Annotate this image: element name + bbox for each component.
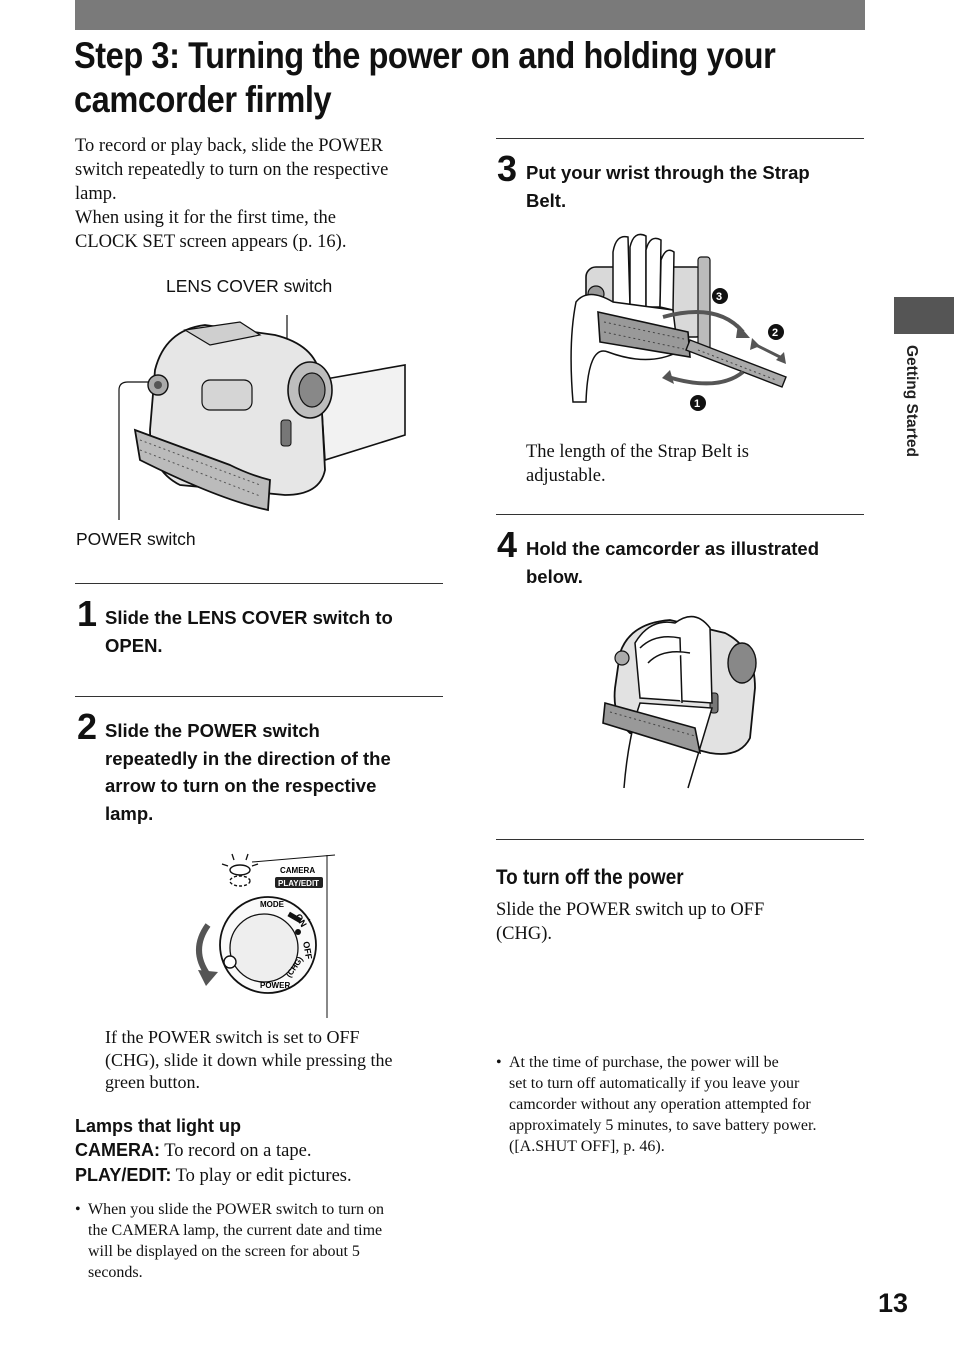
step-number: 4 xyxy=(497,524,518,565)
step-number: 1 xyxy=(77,593,98,634)
bullet-line: set to turn off automatically if you lea… xyxy=(509,1075,800,1092)
callout-2-marker xyxy=(768,324,784,340)
play-edit-lamp-text: PLAY/EDIT xyxy=(278,879,319,888)
bullet-line: When you slide the POWER switch to turn … xyxy=(88,1201,384,1218)
callout-3-marker xyxy=(712,288,728,304)
step-line: OPEN. xyxy=(105,634,163,656)
step-line: arrow to turn on the respective xyxy=(105,775,377,796)
bullet-line: approximately 5 minutes, to save battery… xyxy=(509,1117,817,1134)
lamp-camera-row: CAMERA: To record on a tape. xyxy=(75,1138,445,1163)
note-line: green button. xyxy=(105,1072,200,1092)
step-line: repeatedly in the direction of the xyxy=(105,747,391,769)
note-line: If the POWER switch is set to OFF xyxy=(105,1027,360,1047)
bullet-line: will be displayed on the screen for abou… xyxy=(88,1243,360,1260)
play-edit-badge xyxy=(275,877,323,888)
lens-cover-switch-label: LENS COVER switch xyxy=(166,276,333,296)
power-switch-label: POWER switch xyxy=(76,529,196,549)
lamp-play-row: PLAY/EDIT: To play or edit pictures. xyxy=(75,1163,445,1188)
step-2-note: If the POWER switch is set to OFF (CHG),… xyxy=(105,1026,445,1094)
camera-lamp-text: CAMERA xyxy=(280,866,315,875)
step-line: Slide the LENS COVER switch to xyxy=(105,607,393,628)
lamp-camera-desc: To record on a tape. xyxy=(160,1141,312,1161)
divider xyxy=(496,138,864,139)
step-line: Hold the camcorder as illustrated xyxy=(526,538,820,559)
note-line: adjustable. xyxy=(526,466,606,486)
intro-line: When using it for the first time, the xyxy=(75,208,336,228)
camcorder-illustration xyxy=(118,315,406,520)
lamp-camera-label: CAMERA: xyxy=(75,1140,160,1160)
step-line: below. xyxy=(526,565,583,587)
step-line: lamp. xyxy=(105,802,154,824)
turn-off-paragraph: Slide the POWER switch up to OFF (CHG). xyxy=(496,898,856,946)
callout-2-number: 2 xyxy=(772,327,778,339)
section-tab-label: Getting Started xyxy=(903,345,920,457)
page-title: Step 3: Turning the power on and holding… xyxy=(74,35,776,120)
step-3-note: The length of the Strap Belt is adjustab… xyxy=(526,440,866,488)
turn-off-line: (CHG). xyxy=(496,924,553,944)
step-number: 3 xyxy=(497,148,518,189)
note-line: The length of the Strap Belt is xyxy=(526,442,749,462)
step-line: Belt. xyxy=(526,189,567,211)
header-bar xyxy=(75,0,865,30)
bullet-line: the CAMERA lamp, the current date and ti… xyxy=(88,1222,383,1239)
step-number: 2 xyxy=(77,706,98,747)
page-number: 13 xyxy=(878,1288,909,1318)
note-line: (CHG), slide it down while pressing the xyxy=(105,1049,393,1070)
callout-1-marker xyxy=(690,395,706,411)
section-tab-marker xyxy=(894,297,954,334)
callout-1-number: 1 xyxy=(694,398,700,410)
divider xyxy=(496,514,864,515)
strap-belt-illustration: 3 2 1 xyxy=(570,233,787,411)
lamps-section: Lamps that light up CAMERA: To record on… xyxy=(75,1114,445,1188)
step-1-instruction: Slide the LENS COVER switch to OPEN. xyxy=(105,604,445,659)
lamps-bullet-note: • When you slide the POWER switch to tur… xyxy=(75,1199,458,1283)
step-2-instruction: Slide the POWER switch repeatedly in the… xyxy=(105,717,445,827)
mode-text: MODE xyxy=(260,900,285,909)
divider xyxy=(496,839,864,840)
off-text: OFF xyxy=(301,941,314,961)
callout-3-number: 3 xyxy=(716,291,722,303)
intro-line: switch repeatedly to turn on the respect… xyxy=(75,160,389,180)
bullet-symbol: • xyxy=(75,1201,81,1218)
intro-line: To record or play back, slide the POWER xyxy=(75,136,383,156)
step-3-instruction: Put your wrist through the Strap Belt. xyxy=(526,159,866,214)
turn-off-heading: To turn off the power xyxy=(496,866,684,889)
step-line: Slide the POWER switch xyxy=(105,720,320,741)
lamp-play-label: PLAY/EDIT: xyxy=(75,1165,172,1185)
intro-line: CLOCK SET screen appears (p. 16). xyxy=(75,232,347,252)
divider xyxy=(75,696,443,697)
bullet-line: ([A.SHUT OFF], p. 46). xyxy=(509,1138,665,1155)
bullet-line: At the time of purchase, the power will … xyxy=(509,1054,779,1071)
intro-paragraph: To record or play back, slide the POWER … xyxy=(75,134,445,254)
lamp-play-desc: To play or edit pictures. xyxy=(171,1166,352,1186)
bullet-symbol: • xyxy=(496,1054,502,1071)
bullet-line: camcorder without any operation attempte… xyxy=(509,1096,811,1113)
power-switch-dial-illustration: CAMERA PLAY/EDIT MODE ON OFF (CHG) POWER xyxy=(196,853,336,1018)
step-4-instruction: Hold the camcorder as illustrated below. xyxy=(526,535,866,590)
holding-camcorder-illustration xyxy=(602,615,757,789)
intro-line: lamp. xyxy=(75,184,117,204)
turn-off-bullet-note: • At the time of purchase, the power wil… xyxy=(496,1052,879,1157)
bullet-line: seconds. xyxy=(88,1264,143,1281)
divider xyxy=(75,583,443,584)
lamps-heading: Lamps that light up xyxy=(75,1116,241,1136)
power-dial-text: POWER xyxy=(260,981,290,990)
step-line: Put your wrist through the Strap xyxy=(526,162,810,183)
turn-off-line: Slide the POWER switch up to OFF xyxy=(496,900,765,920)
